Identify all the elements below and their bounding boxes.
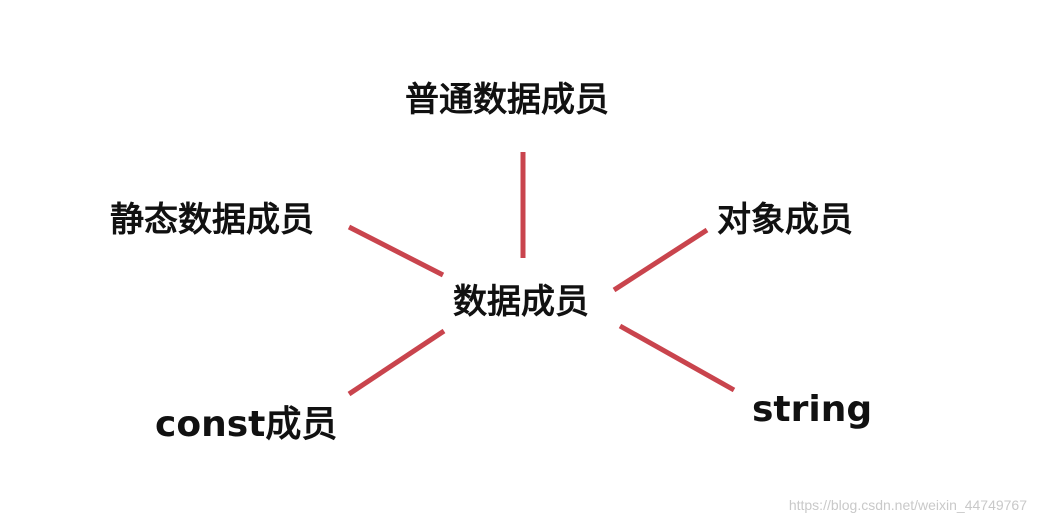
connector-bottom-right bbox=[618, 323, 736, 393]
node-string-member: string bbox=[752, 389, 873, 430]
node-static-data-member: 静态数据成员 bbox=[110, 200, 314, 240]
connector-right bbox=[612, 227, 709, 293]
node-ordinary-data-member: 普通数据成员 bbox=[405, 80, 609, 120]
connector-bottom-left bbox=[347, 328, 446, 397]
node-data-member-center: 数据成员 bbox=[453, 282, 589, 322]
node-object-member: 对象成员 bbox=[717, 200, 853, 240]
connector-left bbox=[347, 224, 445, 278]
node-const-member: const成员 bbox=[155, 404, 338, 445]
watermark-url: https://blog.csdn.net/weixin_44749767 bbox=[788, 497, 1027, 513]
